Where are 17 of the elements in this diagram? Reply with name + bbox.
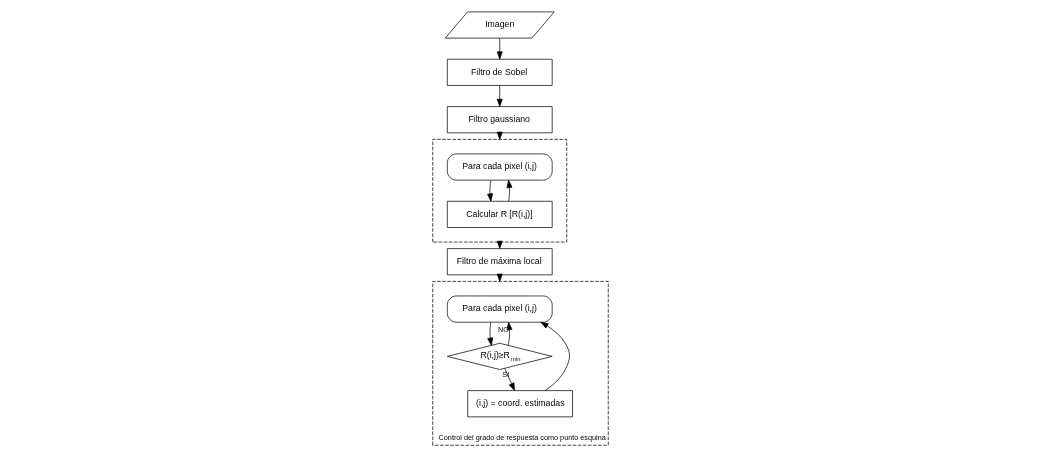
node-box: Para cada pixel (i,j) bbox=[446, 295, 553, 323]
node-box: (i,j) = coord. estimadas bbox=[466, 390, 573, 418]
edge-label: SI bbox=[501, 370, 509, 380]
node-box: Calcular R [R(i,j)] bbox=[446, 200, 553, 228]
arrow bbox=[486, 179, 493, 202]
arrow bbox=[486, 321, 493, 346]
cluster bbox=[431, 139, 567, 243]
arrow bbox=[506, 179, 512, 202]
node-diamond: R(i,j)≥R$_{min}$ bbox=[446, 342, 553, 370]
arrow bbox=[496, 85, 503, 107]
arrow bbox=[496, 37, 503, 60]
arrow bbox=[539, 321, 570, 391]
node-box: Filtro de Sobel bbox=[446, 58, 553, 86]
node-box: Para cada pixel (i,j) bbox=[446, 153, 553, 181]
edge-label: NO bbox=[497, 324, 509, 334]
arrow bbox=[503, 368, 515, 391]
arrow bbox=[506, 321, 512, 346]
